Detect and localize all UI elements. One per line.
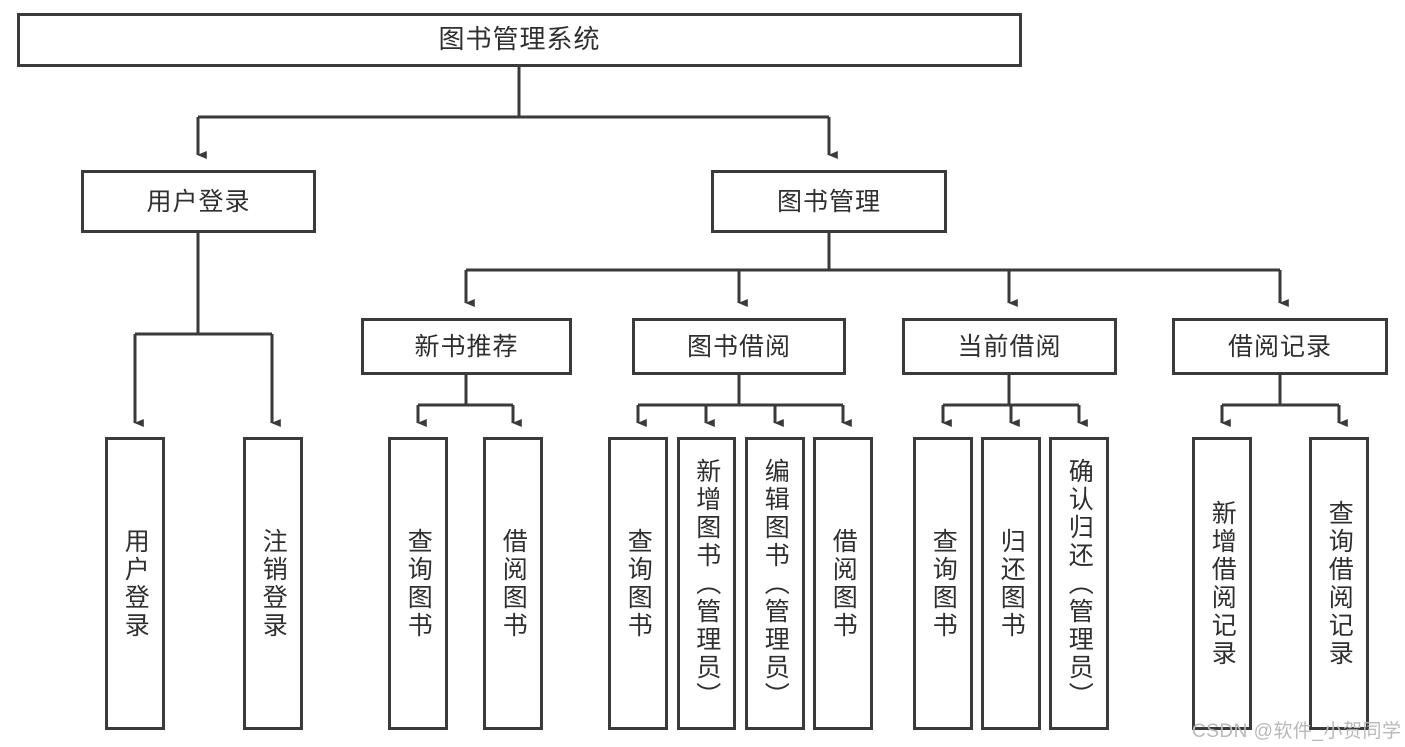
watermark-text: CSDN @软件_小贺同学 [1192, 721, 1402, 742]
leaf-current-query-book[interactable]: 查询图书 [913, 437, 973, 730]
node-book-borrow[interactable]: 图书借阅 [632, 318, 846, 375]
leaf-borrow-add-book[interactable]: 新增图书（管理员） [677, 437, 736, 730]
leaf-label: 确认归还（管理员） [1065, 457, 1094, 710]
leaf-current-confirm-return[interactable]: 确认归还（管理员） [1049, 437, 1109, 730]
leaf-current-return-book[interactable]: 归还图书 [981, 437, 1041, 730]
leaf-borrow-borrow-book[interactable]: 借阅图书 [813, 437, 873, 730]
node-current-borrow[interactable]: 当前借阅 [902, 318, 1117, 375]
node-borrow-record[interactable]: 借阅记录 [1172, 318, 1388, 375]
leaf-label: 借阅图书 [499, 527, 528, 640]
node-book-management[interactable]: 图书管理 [711, 170, 947, 233]
leaf-label: 借阅图书 [829, 527, 858, 640]
node-root[interactable]: 图书管理系统 [17, 13, 1022, 67]
leaf-label: 新增图书（管理员） [692, 457, 721, 710]
leaf-label: 查询图书 [404, 527, 433, 640]
leaf-new-book-query[interactable]: 查询图书 [388, 437, 448, 730]
leaf-label: 新增借阅记录 [1208, 499, 1237, 668]
leaf-label: 查询图书 [929, 527, 958, 640]
node-user-login[interactable]: 用户登录 [81, 170, 316, 233]
leaf-label: 归还图书 [997, 527, 1026, 640]
leaf-record-add[interactable]: 新增借阅记录 [1192, 437, 1252, 730]
leaf-label: 查询图书 [624, 527, 653, 640]
leaf-label: 查询借阅记录 [1325, 499, 1354, 668]
leaf-new-book-borrow[interactable]: 借阅图书 [483, 437, 543, 730]
leaf-record-query[interactable]: 查询借阅记录 [1309, 437, 1369, 730]
leaf-user-login-logout[interactable]: 注销登录 [243, 437, 303, 730]
leaf-label: 编辑图书（管理员） [761, 457, 790, 710]
leaf-borrow-query-book[interactable]: 查询图书 [608, 437, 668, 730]
node-new-book-recommend[interactable]: 新书推荐 [361, 318, 572, 375]
leaf-borrow-edit-book[interactable]: 编辑图书（管理员） [745, 437, 805, 730]
leaf-user-login-login[interactable]: 用户登录 [105, 437, 165, 730]
leaf-label: 注销登录 [259, 527, 288, 640]
leaf-label: 用户登录 [121, 527, 150, 640]
